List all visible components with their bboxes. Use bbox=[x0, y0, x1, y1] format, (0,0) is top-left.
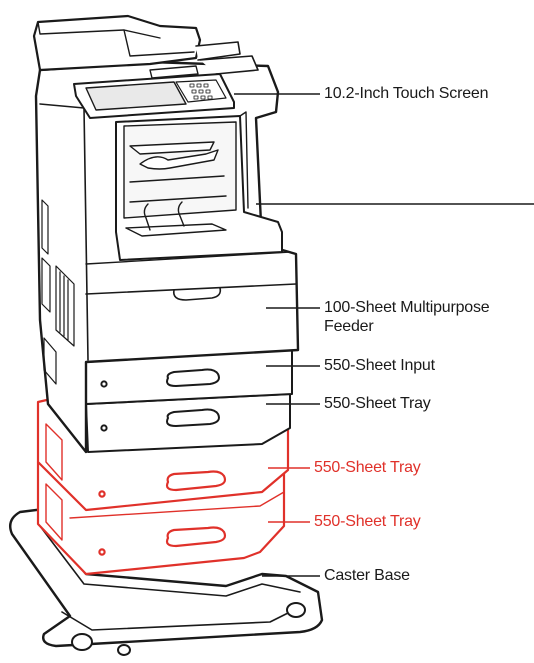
label-tray-550-opt-2: 550-Sheet Tray bbox=[314, 513, 421, 530]
label-tray-550-std: 550-Sheet Tray bbox=[324, 395, 431, 412]
keypad-icon bbox=[189, 83, 213, 100]
label-caster-base: Caster Base bbox=[324, 567, 410, 584]
leader-lines-optional bbox=[268, 467, 310, 523]
standard-tray-550 bbox=[85, 393, 291, 453]
scanner-unit bbox=[32, 14, 259, 75]
label-tray-550-opt-1: 550-Sheet Tray bbox=[314, 459, 421, 476]
label-multipurpose-feeder: 100-Sheet Multipurpose Feeder bbox=[324, 299, 490, 335]
caster-wheel-icon bbox=[71, 602, 306, 656]
output-bay bbox=[115, 111, 283, 261]
label-touch-screen: 10.2-Inch Touch Screen bbox=[324, 85, 489, 102]
leader-lines bbox=[234, 93, 534, 577]
side-vent-icon bbox=[41, 199, 75, 385]
caster-base-body bbox=[9, 506, 324, 648]
label-input-550: 550-Sheet Input bbox=[324, 357, 435, 374]
